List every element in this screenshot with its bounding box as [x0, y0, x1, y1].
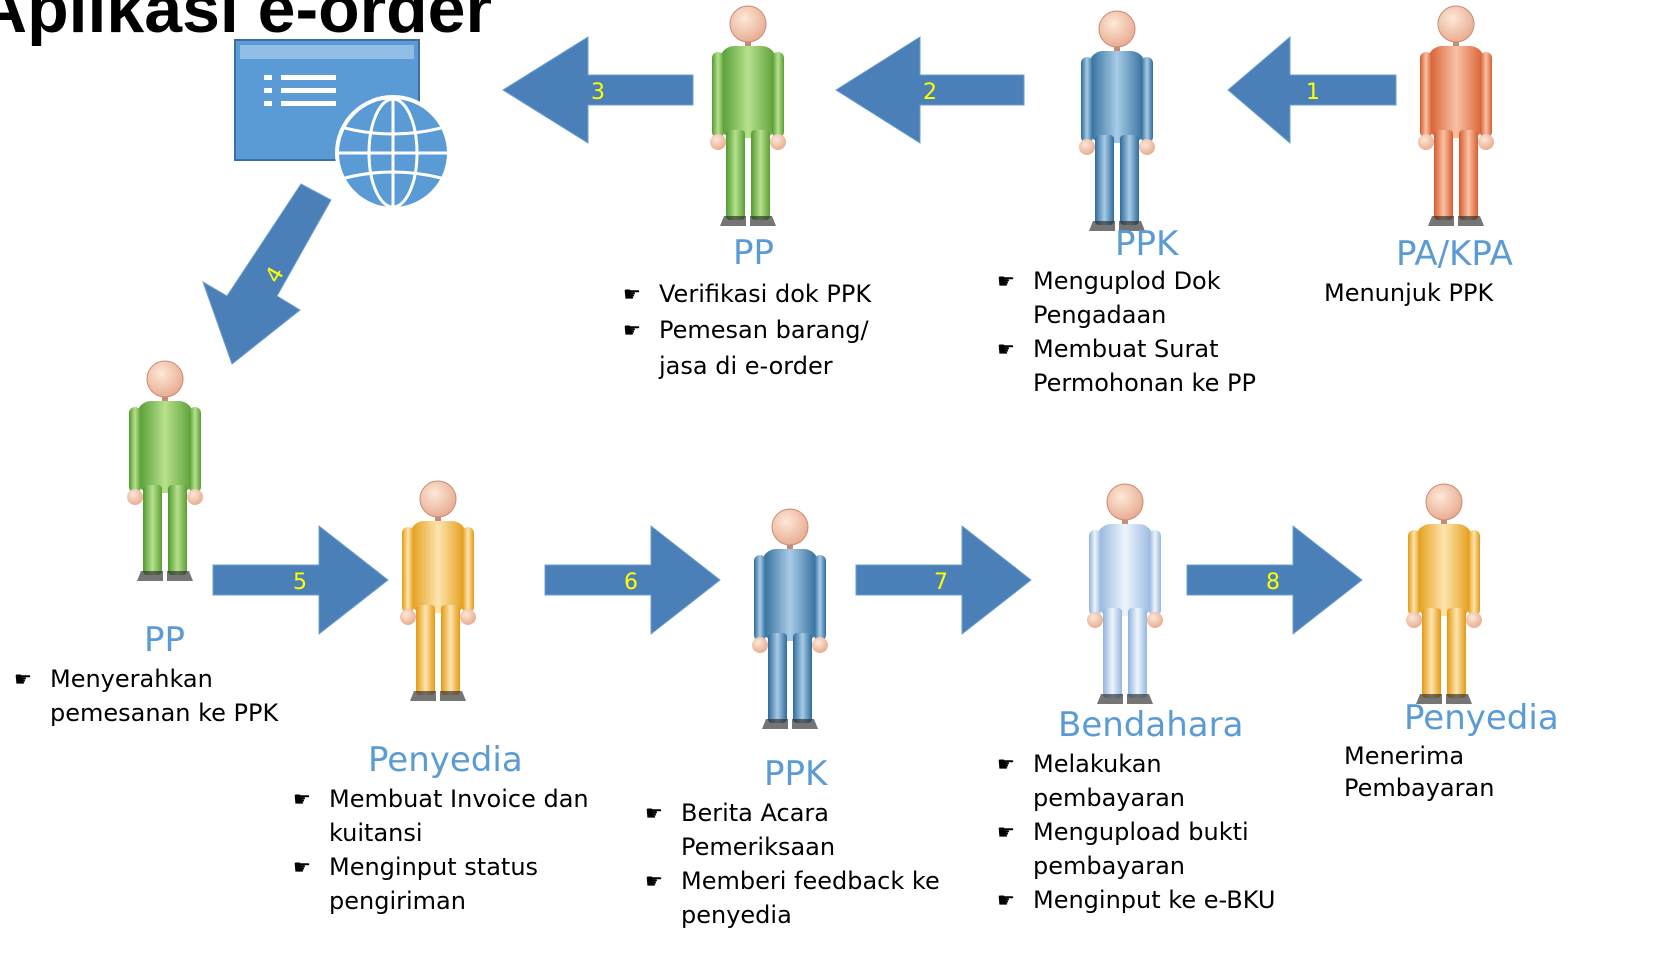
pointing-hand-bullet-icon: ☛	[293, 787, 311, 811]
description-line: Menunjuk PPK	[1324, 279, 1494, 307]
step-number-7: 7	[934, 570, 948, 595]
step-number-1: 1	[1306, 80, 1320, 105]
pointing-hand-bullet-icon: ☛	[623, 318, 641, 342]
pointing-hand-bullet-icon: ☛	[645, 869, 663, 893]
ppk-top-person-icon	[1078, 10, 1156, 232]
description-line: Menerima	[1344, 742, 1465, 770]
pointing-hand-bullet-icon: ☛	[293, 855, 311, 879]
flow-arrow-4	[202, 183, 332, 365]
ppk-bottom-person-icon	[751, 508, 829, 730]
pp-left-person-icon	[126, 360, 204, 582]
role-label-penyedia-right: Penyedia	[1404, 698, 1559, 738]
role-label-pp-top: PP	[733, 233, 775, 273]
pp-top-person-icon	[709, 5, 787, 227]
list-item: ☛ Menginput ke e-BKU	[997, 883, 1275, 917]
role-label-ppk-top: PPK	[1115, 224, 1179, 264]
role-label-pa-kpa: PA/KPA	[1396, 234, 1513, 274]
pointing-hand-bullet-icon: ☛	[623, 282, 641, 306]
list-item: ☛ Verifikasi dok PPK	[623, 276, 871, 312]
description-penyedia-right: Menerima Pembayaran	[1344, 740, 1494, 804]
step-number-5: 5	[293, 570, 307, 595]
penyedia-right-person-icon	[1405, 483, 1483, 705]
step-number-6: 6	[624, 570, 638, 595]
pa-kpa-person-icon	[1417, 5, 1495, 227]
page-title: Aplikasi e-order	[0, 0, 492, 47]
role-label-penyedia-mid: Penyedia	[368, 740, 523, 780]
description-pp-top: ☛ Verifikasi dok PPK ☛ Pemesan barang/ j…	[623, 276, 871, 384]
step-number-8: 8	[1266, 570, 1280, 595]
description-line: Pembayaran	[1344, 774, 1495, 802]
flow-arrow-6	[544, 524, 721, 636]
pointing-hand-bullet-icon: ☛	[645, 801, 663, 825]
pointing-hand-bullet-icon: ☛	[14, 667, 32, 691]
flow-arrow-8	[1186, 524, 1363, 636]
pointing-hand-bullet-icon: ☛	[997, 820, 1015, 844]
role-label-bendahara: Bendahara	[1058, 705, 1244, 745]
flow-arrow-2	[835, 36, 1025, 144]
flow-arrow-7	[855, 524, 1032, 636]
step-number-3: 3	[591, 80, 605, 105]
description-pa-kpa: Menunjuk PPK	[1324, 276, 1493, 310]
pointing-hand-bullet-icon: ☛	[997, 752, 1015, 776]
globe-icon	[335, 95, 451, 211]
role-label-pp-left: PP	[144, 620, 186, 660]
list-item: ☛ Pemesan barang/ jasa di e-order	[623, 312, 871, 384]
flow-arrow-5	[212, 524, 389, 636]
bendahara-person-icon	[1086, 483, 1164, 705]
step-number-2: 2	[923, 80, 937, 105]
pointing-hand-bullet-icon: ☛	[997, 888, 1015, 912]
flow-arrow-1	[1227, 35, 1397, 145]
pointing-hand-bullet-icon: ☛	[997, 269, 1015, 293]
flow-arrow-3	[502, 36, 694, 144]
penyedia-mid-person-icon	[399, 480, 477, 702]
pointing-hand-bullet-icon: ☛	[997, 337, 1015, 361]
role-label-ppk-bottom: PPK	[764, 754, 828, 794]
